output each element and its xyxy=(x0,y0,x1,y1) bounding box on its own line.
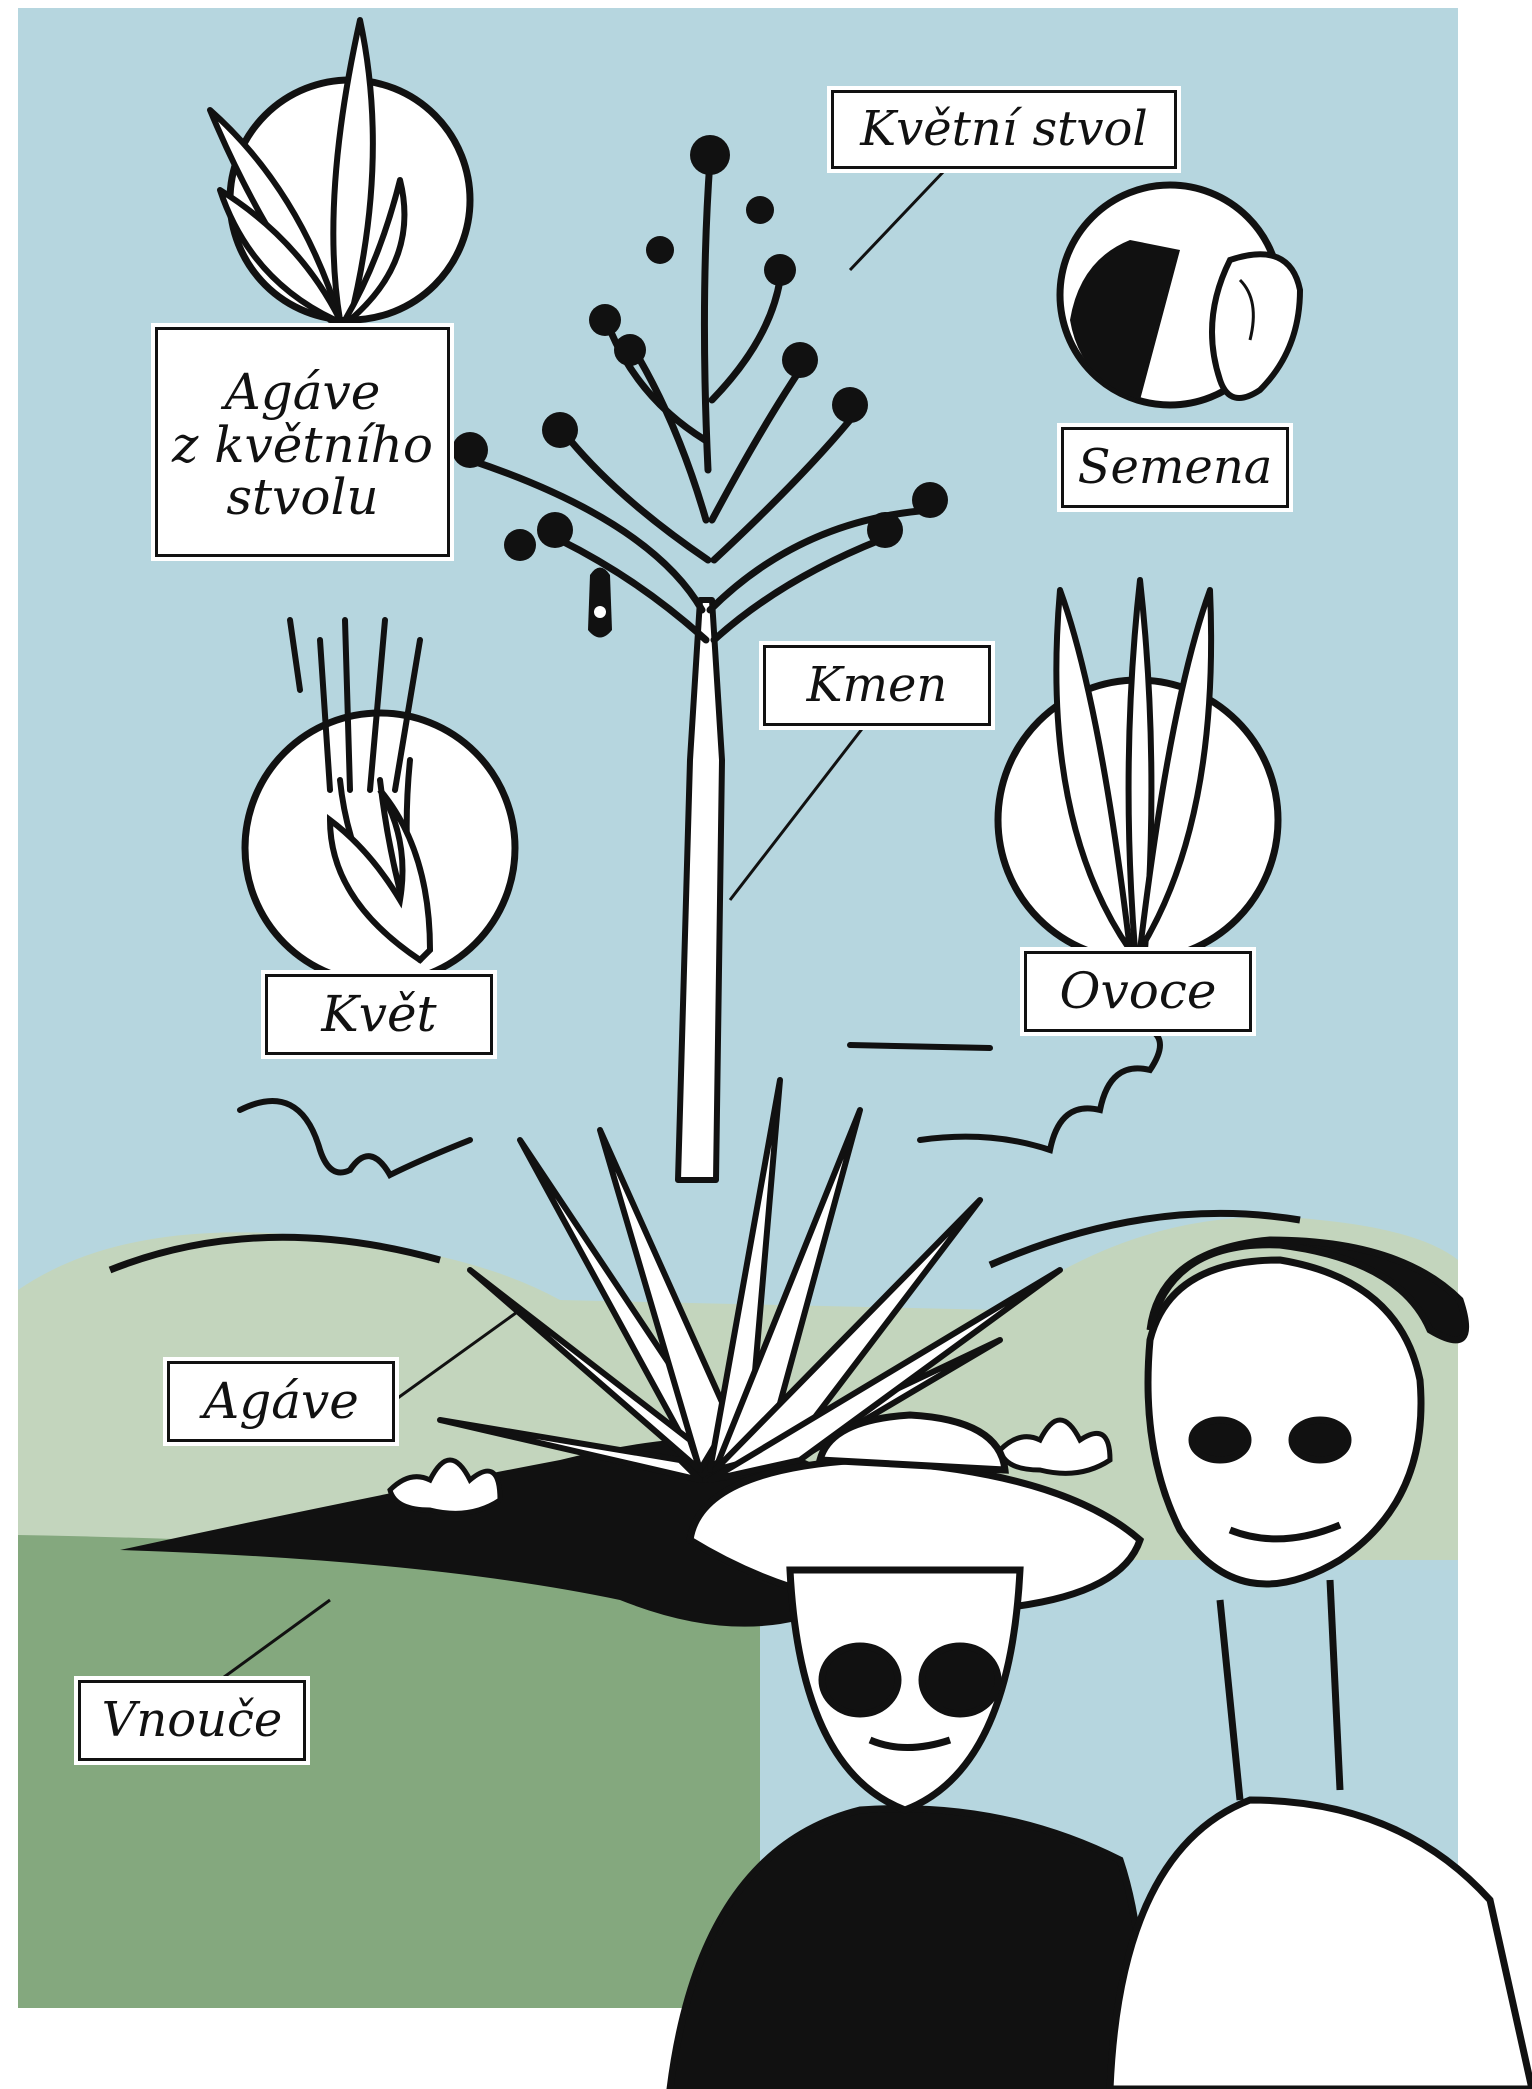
bat-icon xyxy=(588,568,612,638)
label-seeds: Semena xyxy=(1061,427,1289,508)
label-flower-stalk: Květní stvol xyxy=(831,90,1177,169)
label-agave: Agáve xyxy=(167,1361,395,1442)
label-flower: Květ xyxy=(265,974,493,1055)
label-trunk: Kmen xyxy=(763,645,991,726)
label-fruit: Ovoce xyxy=(1024,951,1252,1032)
label-offshoot: Vnouče xyxy=(78,1680,306,1761)
label-agave-from-stalk: Agáve z květního stvolu xyxy=(155,327,450,557)
